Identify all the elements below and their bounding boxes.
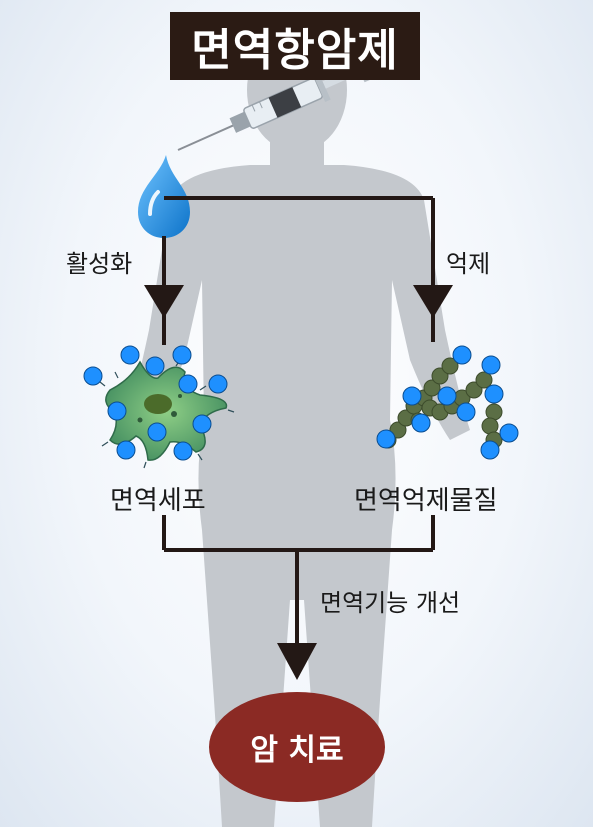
immune-cell-icon — [83, 345, 235, 469]
activate-label: 활성화 — [66, 250, 133, 278]
result-label: 암 치료 — [250, 733, 344, 768]
suppressor-chain-icon — [376, 345, 519, 460]
page-title: 면역항암제 — [191, 25, 399, 76]
improve-label: 면역기능 개선 — [320, 589, 461, 617]
arrow-head-down — [277, 643, 317, 680]
result-oval: 암 치료 — [209, 692, 385, 802]
arrow-head-left — [144, 285, 184, 318]
suppressor-label: 면역억제물질 — [354, 486, 498, 516]
flow-lines — [162, 196, 435, 645]
suppress-label: 억제 — [446, 250, 491, 278]
title-banner: 면역항암제 — [170, 12, 420, 80]
immune-cell-label: 면역세포 — [110, 486, 206, 516]
arrow-head-right — [413, 285, 453, 318]
